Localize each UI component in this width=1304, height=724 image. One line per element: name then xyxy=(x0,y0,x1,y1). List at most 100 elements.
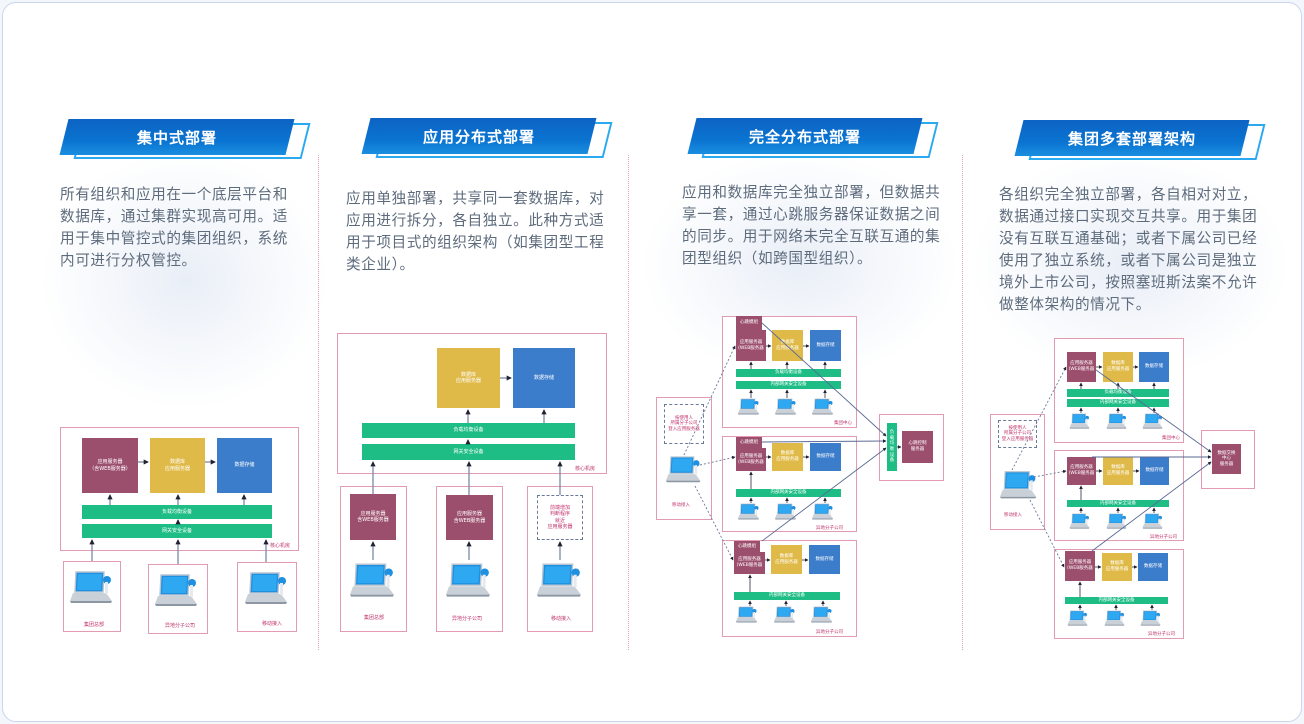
gateway-security: 网关安全设备 xyxy=(82,524,272,538)
hq-label: 集团中心 xyxy=(1162,436,1180,441)
branch-label: 异地分子公司 xyxy=(1150,535,1177,540)
laptop-icon xyxy=(774,606,796,624)
client-label: 移动接入 xyxy=(551,616,572,622)
banner-fully-distributed: 完全分布式部署 xyxy=(687,118,939,158)
gateway-security: 内部网关安全设备 xyxy=(734,592,840,600)
db-app-server: 数据库 应用服务器 xyxy=(1102,553,1132,581)
hq-label: 集团中心 xyxy=(834,421,852,426)
laptop-icon xyxy=(446,562,492,600)
db-app-server: 数据库 应用服务器 xyxy=(772,330,803,361)
column-divider xyxy=(962,155,963,650)
laptop-icon xyxy=(811,606,833,624)
gateway-security: 内部网关安全设备 xyxy=(736,489,841,497)
description-fully-distributed: 应用和数据库完全独立部署，但数据共享一套，通过心跳服务器保证数据之间的同步。用于… xyxy=(682,184,941,267)
gateway-security: 内部网关安全设备 xyxy=(1067,500,1169,507)
column-divider xyxy=(628,155,629,650)
laptop-icon xyxy=(245,571,289,607)
banner-group-multi: 集团多套部署架构 xyxy=(1014,120,1266,160)
branch-label: 异地分子公司 xyxy=(1148,632,1175,637)
laptop-icon xyxy=(1104,610,1126,627)
banner-centralized: 集中式部署 xyxy=(59,119,311,159)
laptop-icon xyxy=(1142,513,1164,530)
app-server: 应用服务器 (WEB服务器 xyxy=(1065,551,1095,581)
app-server: 应用服务器 含WEB服务器 xyxy=(446,495,493,540)
mobile-label: 移动接入 xyxy=(672,503,690,508)
db-app-server: 数据库 应用服务器 xyxy=(771,545,802,574)
heartbeat-module: 心跳模组 xyxy=(734,541,760,552)
laptop-icon xyxy=(738,503,760,521)
client-label: 移动接入 xyxy=(262,621,283,627)
data-storage: 数据存储 xyxy=(810,443,841,471)
banner-app-distributed: 应用分布式部署 xyxy=(361,118,613,158)
gateway-security: 内部网关安全设备 xyxy=(1067,399,1169,407)
client-label: 集团总部 xyxy=(84,622,105,628)
client-label: 异地分子公司 xyxy=(452,616,483,622)
branch-label: 异地分子公司 xyxy=(816,526,843,531)
laptop-icon xyxy=(736,606,758,624)
laptop-icon xyxy=(537,562,583,600)
core-room-label: 核心机房 xyxy=(575,466,596,472)
client-label: 异地分子公司 xyxy=(165,623,196,629)
load-balancer: 负载均衡设备 xyxy=(1067,389,1169,397)
laptop-icon xyxy=(70,570,114,606)
laptop-icon xyxy=(1067,610,1089,627)
app-server: 应用服务器 (WEB服务器 xyxy=(1067,457,1096,485)
laptop-icon xyxy=(812,398,834,416)
laptop-icon xyxy=(1142,413,1164,430)
laptop-icon xyxy=(350,562,396,600)
background-glow xyxy=(40,150,330,410)
data-storage: 数据存储 xyxy=(1140,457,1169,485)
app-server: 应用服务器 (WEB服务器 xyxy=(736,448,766,471)
nearest-server-selector: 前端增加 判断程序 就近 应用服务器 xyxy=(537,495,583,540)
load-balancer: 负载均衡设备 xyxy=(82,505,272,519)
gateway-security: 内部网关安全设备 xyxy=(1065,597,1168,604)
gateway-security: 内部网关安全设备 xyxy=(736,381,841,389)
column-divider xyxy=(318,155,319,650)
banner-title: 集中式部署 xyxy=(136,128,217,147)
app-server: 应用服务器 含WEB服务器 xyxy=(350,494,396,540)
branch-label: 异地分子公司 xyxy=(816,630,843,635)
login-rule: 按使用人 所属分子公司 登入应用服务器 xyxy=(998,420,1037,448)
login-rule: 按使用人 所属分子公司 登入应用服务器 xyxy=(664,404,704,444)
app-server: 应用服务器 (WEB服务器 xyxy=(736,330,766,361)
heartbeat-control-server: 心跳控制 服务器 xyxy=(902,431,933,463)
db-app-server: 数据库 应用服务器 xyxy=(1103,457,1133,485)
db-app-server: 数据库 应用服务器 xyxy=(150,438,205,493)
heartbeat-module: 心跳模组 xyxy=(736,316,762,330)
client-label: 集团总部 xyxy=(364,615,385,621)
load-balancer: 负载均衡设备 xyxy=(362,423,575,438)
app-server: 应用服务器 （含WEB服务器） xyxy=(82,438,138,493)
data-storage: 数据存储 xyxy=(1138,553,1168,581)
data-storage: 数据存储 xyxy=(513,348,575,408)
banner-title: 完全分布式部署 xyxy=(748,127,861,146)
core-room-label: 核心机房 xyxy=(270,543,291,549)
laptop-icon xyxy=(775,503,797,521)
data-storage: 数据存储 xyxy=(810,330,841,361)
banner-title: 集团多套部署架构 xyxy=(1067,129,1196,148)
app-server: 应用服务器 (WEB服务器 xyxy=(1067,352,1096,382)
laptop-icon xyxy=(1069,513,1091,530)
laptop-icon xyxy=(666,455,702,485)
laptop-icon xyxy=(1000,470,1038,501)
db-app-server: 数据库 应用服务器 xyxy=(437,348,500,408)
laptop-icon xyxy=(812,503,834,521)
data-exchange-server: 数据交换 中心 服务器 xyxy=(1212,444,1241,474)
db-app-server: 数据库 应用服务器 xyxy=(1103,352,1133,382)
mobile-label: 移动接入 xyxy=(1004,513,1022,518)
data-storage: 数据存储 xyxy=(1139,352,1169,382)
heartbeat-module: 心跳模组 xyxy=(736,437,762,448)
laptop-icon xyxy=(155,573,199,609)
description-group-multi: 各组织完全独立部署，各自相对对立，数据通过接口实现交互共享。用于集团没有互联互通… xyxy=(999,186,1258,313)
laptop-icon xyxy=(775,398,797,416)
laptop-icon xyxy=(1106,513,1128,530)
data-storage: 数据存储 xyxy=(217,438,272,493)
db-app-server: 数据库 应用服务器 xyxy=(772,443,803,471)
laptop-icon xyxy=(1069,413,1091,430)
load-balancer: 负载均衡设备 xyxy=(736,369,841,377)
app-server: 应用服务器 (WEB服务器 xyxy=(734,552,765,574)
laptop-icon xyxy=(1140,610,1162,627)
load-balancer-vertical: 负 载 均 衡 设 备 xyxy=(887,423,897,471)
laptop-icon xyxy=(738,398,760,416)
gateway-security: 网关安全设备 xyxy=(362,444,575,460)
laptop-icon xyxy=(1106,413,1128,430)
